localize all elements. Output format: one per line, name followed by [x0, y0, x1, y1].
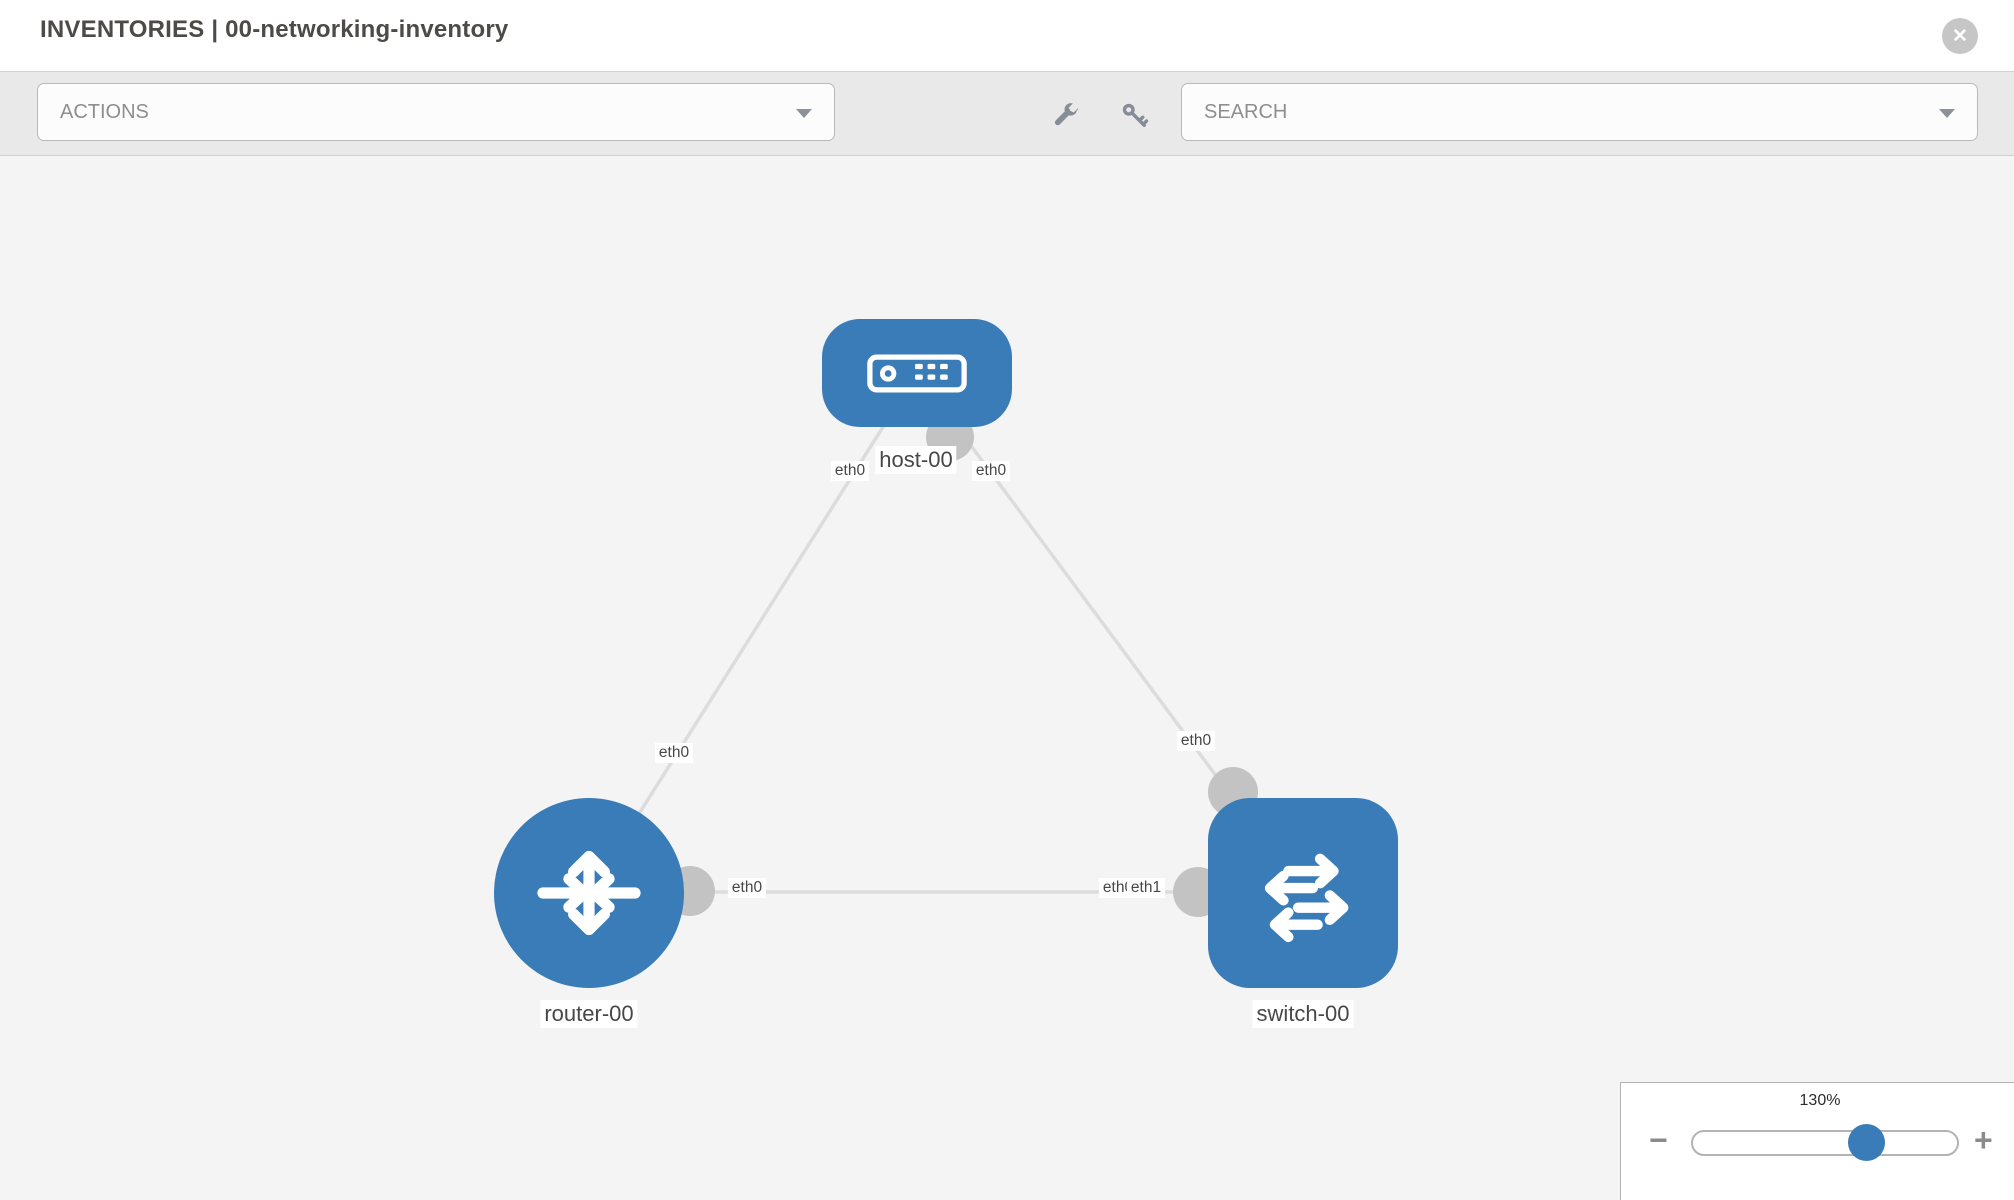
zoom-out-button[interactable]: − [1649, 1124, 1668, 1156]
toolbar: ACTIONS SEARCH [0, 72, 2014, 156]
actions-dropdown-label: ACTIONS [60, 101, 149, 123]
zoom-slider[interactable] [1691, 1124, 1959, 1161]
plus-icon: + [1974, 1122, 1993, 1158]
iface-label: eth1 [1126, 878, 1166, 898]
node-host-00[interactable] [822, 319, 1012, 427]
zoom-level-value: 130% [1799, 1092, 1841, 1109]
iface-label: eth0 [654, 743, 694, 763]
close-button[interactable]: ✕ [1942, 18, 1978, 54]
router-icon [537, 850, 641, 936]
key-icon [1122, 103, 1149, 127]
zoom-control-panel: 130% − + [1620, 1082, 2014, 1200]
zoom-in-button[interactable]: + [1974, 1124, 1993, 1156]
modal-header: INVENTORIES | 00-networking-inventory ✕ [0, 0, 2014, 72]
iface-label: eth0 [830, 461, 870, 481]
close-icon: ✕ [1952, 25, 1968, 47]
node-router-00[interactable] [494, 798, 684, 988]
topology-canvas[interactable]: host-00 eth0 eth0 eth0 eth0 eth0 eth0 et… [0, 156, 2014, 1200]
node-label-router: router-00 [540, 1000, 638, 1028]
edge-host-router [587, 372, 919, 894]
node-switch-00[interactable] [1208, 798, 1398, 988]
minus-icon: − [1649, 1122, 1668, 1158]
actions-dropdown[interactable]: ACTIONS [37, 83, 835, 141]
wrench-button[interactable] [1047, 98, 1083, 134]
key-button[interactable] [1117, 98, 1153, 134]
chevron-down-icon [796, 109, 812, 118]
search-placeholder: SEARCH [1204, 101, 1288, 123]
search-dropdown[interactable]: SEARCH [1181, 83, 1978, 141]
wrench-icon [1054, 103, 1079, 126]
node-label-host: host-00 [875, 446, 957, 474]
page-title: INVENTORIES | 00-networking-inventory [40, 16, 509, 43]
chevron-down-icon [1939, 109, 1955, 118]
host-icon [867, 354, 967, 392]
iface-label: eth0 [971, 461, 1011, 481]
iface-label: eth0 [1176, 731, 1216, 751]
iface-label: eth0 [727, 878, 767, 898]
node-label-switch: switch-00 [1252, 1000, 1354, 1028]
switch-icon [1264, 853, 1349, 943]
zoom-slider-thumb[interactable] [1848, 1124, 1885, 1161]
edges-layer [587, 371, 1305, 917]
